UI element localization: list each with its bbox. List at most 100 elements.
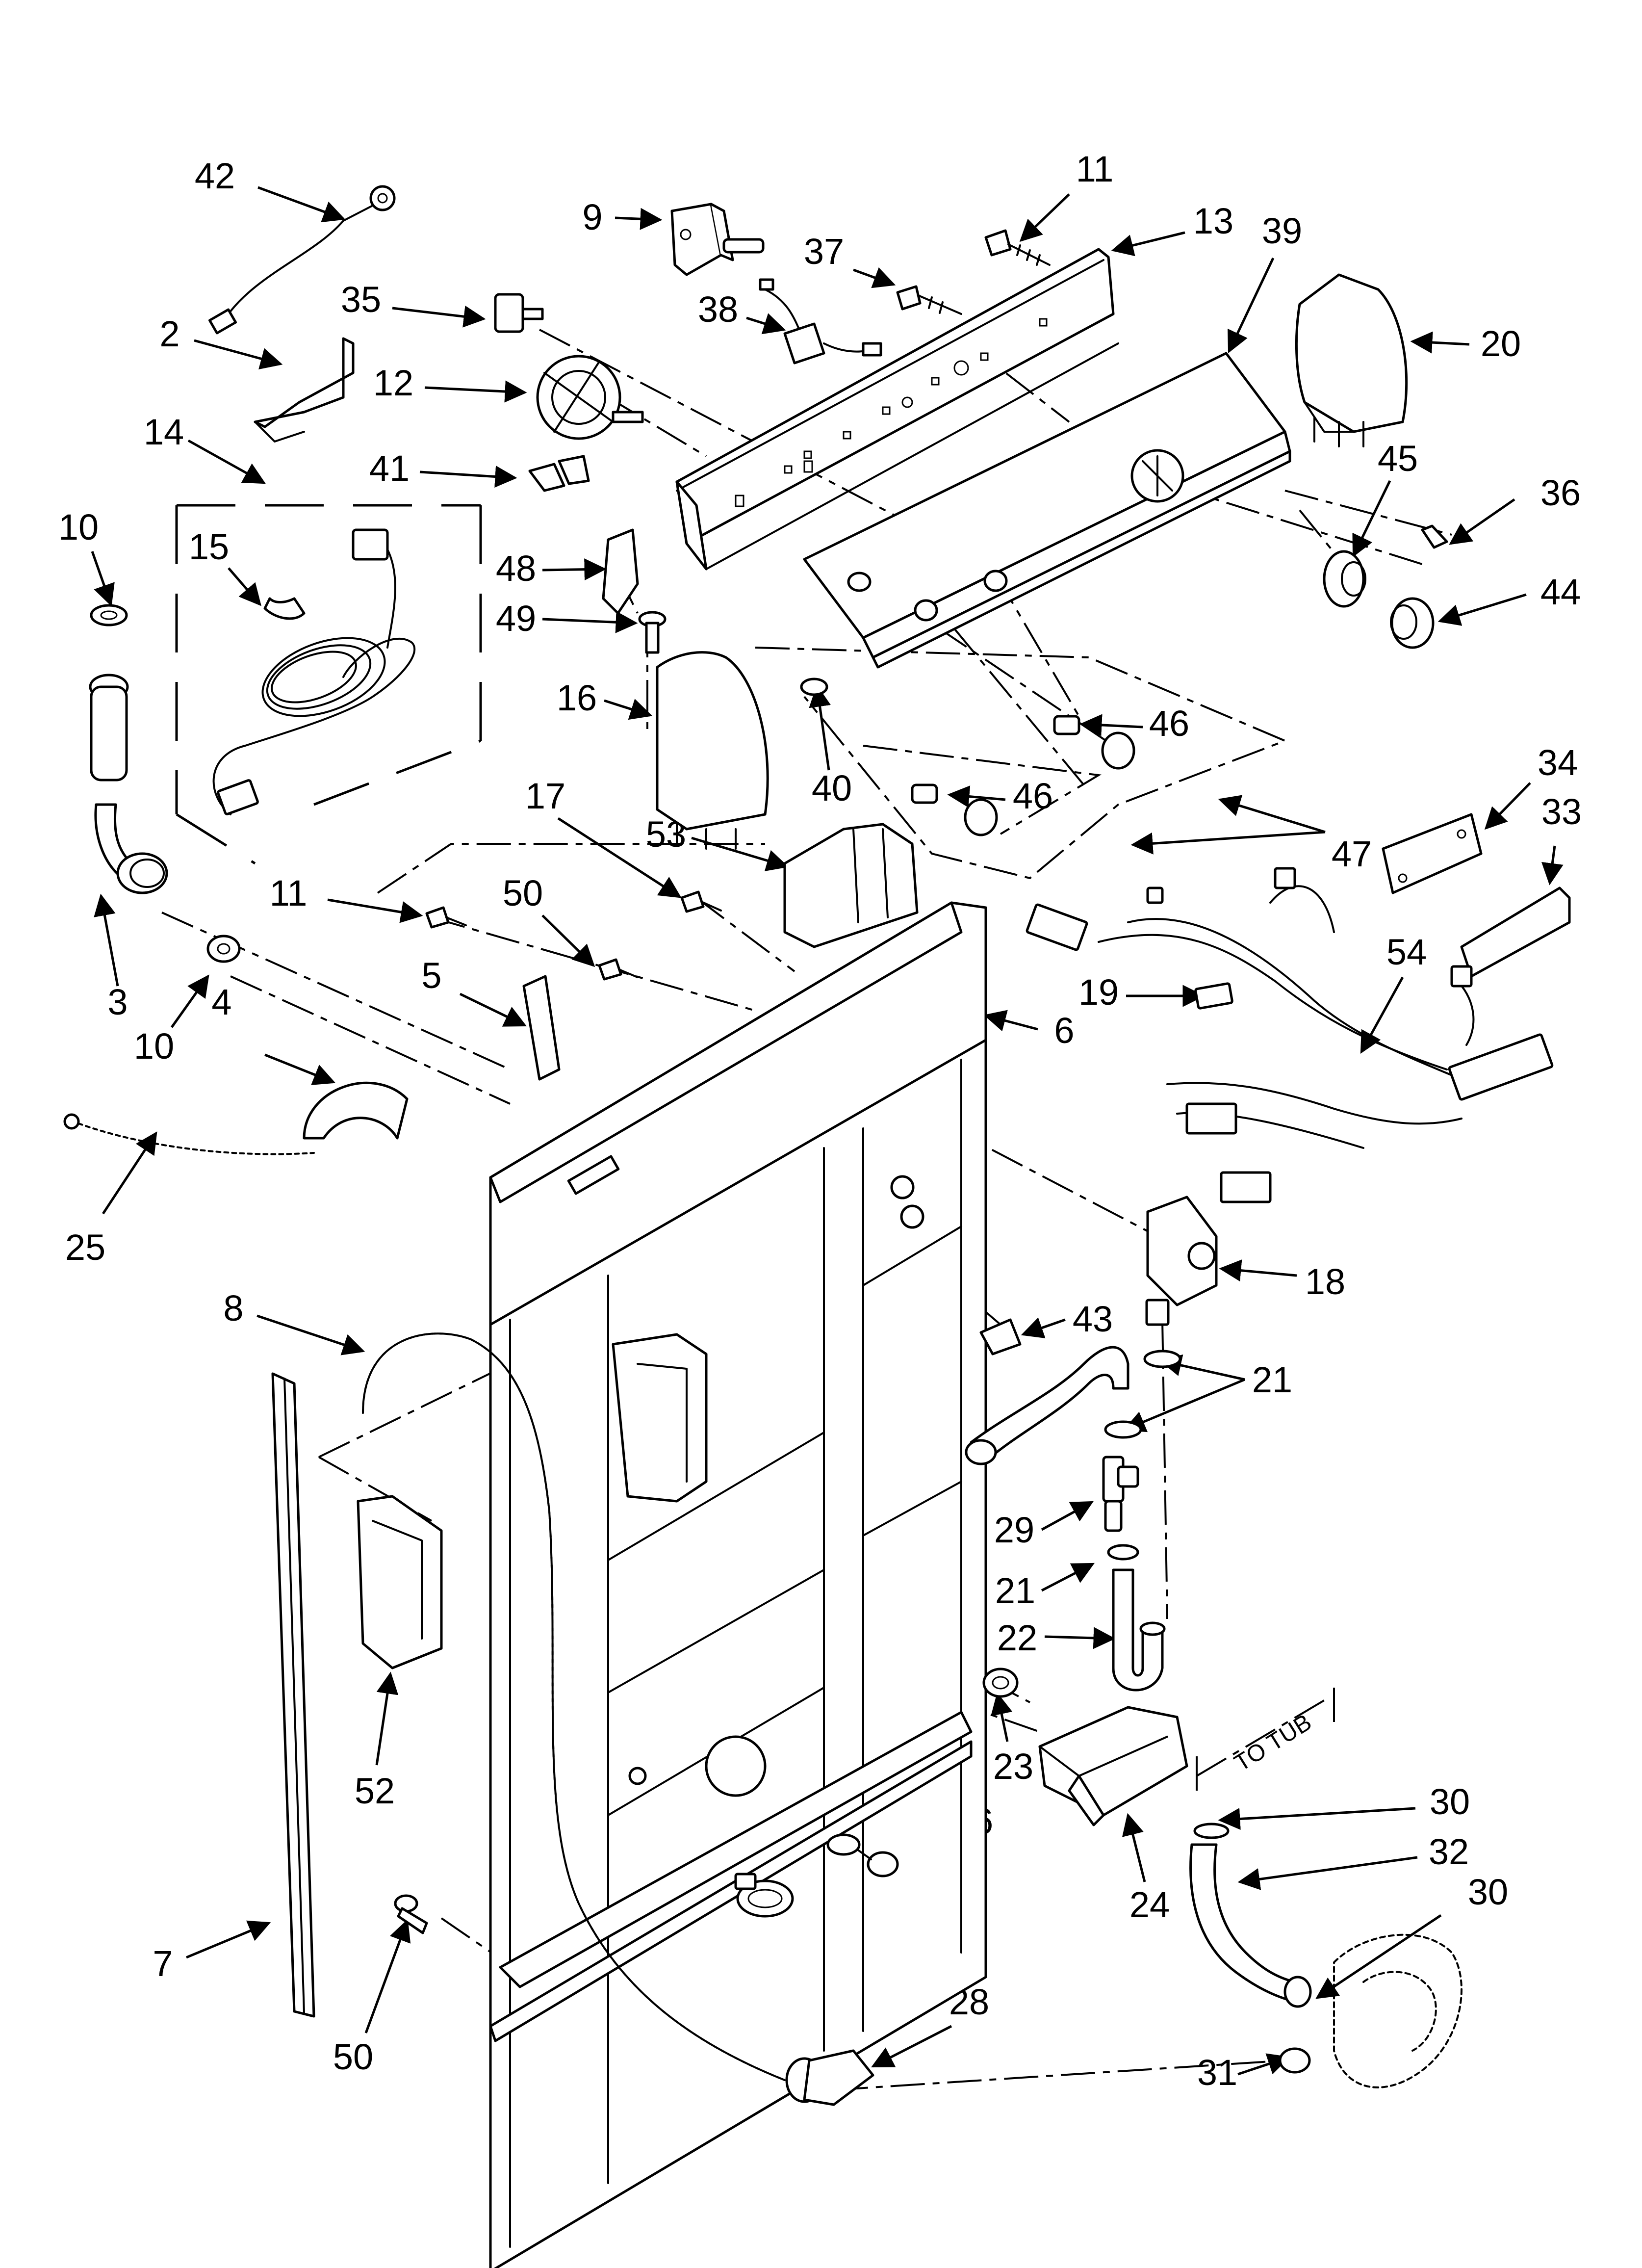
switch-9 [670, 203, 765, 276]
power-cord-15 [212, 528, 416, 815]
leader-23 [991, 1692, 1013, 1742]
callout-43: 43 [1073, 1299, 1113, 1339]
callout-42: 42 [195, 156, 235, 196]
leader-20 [1410, 331, 1470, 354]
leader-37 [853, 267, 896, 288]
leader-35 [392, 305, 486, 328]
shield-33 [1460, 886, 1571, 978]
leader-50-upper [541, 914, 595, 967]
callout-31: 31 [1197, 2052, 1237, 2093]
leader-21-b [1123, 1378, 1245, 1433]
callout-50-lower: 50 [333, 2036, 373, 2077]
bracket-48 [602, 528, 639, 615]
callout-3: 3 [107, 982, 128, 1022]
leader-29 [1041, 1501, 1094, 1531]
leader-49 [542, 611, 638, 633]
leader-47-a [1218, 795, 1326, 834]
duct-53 [783, 823, 919, 948]
leader-39 [1228, 257, 1275, 354]
clamp-23 [982, 1668, 1019, 1698]
callout-19: 19 [1078, 972, 1119, 1013]
leader-10-upper [91, 551, 115, 607]
screw-37 [896, 285, 962, 315]
callout-20: 20 [1481, 323, 1521, 364]
callout-22: 22 [997, 1617, 1037, 1658]
leader-32 [1237, 1856, 1418, 1890]
leader-47-b [1130, 831, 1326, 855]
to-tub-label: TO TUB [1230, 1709, 1316, 1776]
screw-11-top [984, 229, 1051, 266]
clamp-27 [734, 1873, 794, 1918]
leader-41 [419, 466, 517, 488]
leader-4 [264, 1053, 336, 1085]
leader-18 [1219, 1259, 1297, 1282]
buttons-46 [911, 715, 1135, 836]
tub-drain-assembly [1189, 1823, 1462, 2088]
callout-45: 45 [1378, 438, 1418, 479]
tube-1 [965, 1346, 1129, 1465]
leader-11-top [1019, 193, 1070, 242]
leader-36 [1449, 498, 1515, 545]
callout-32: 32 [1429, 1831, 1469, 1872]
callout-10-upper: 10 [58, 507, 99, 547]
callout-35: 35 [341, 279, 381, 320]
ground-wire-42 [208, 185, 396, 335]
leader-44 [1437, 593, 1527, 626]
leader-38 [746, 313, 786, 335]
wire-harness-54 [1026, 867, 1554, 1203]
callout-4: 4 [211, 982, 231, 1022]
callout-39: 39 [1262, 210, 1302, 251]
callout-16: 16 [557, 678, 597, 718]
callout-46-upper: 46 [1149, 703, 1189, 744]
callout-10-lower: 10 [134, 1026, 174, 1067]
drain-bracket-24 [1038, 1706, 1188, 1826]
leader-14 [187, 439, 266, 484]
board-34 [1382, 813, 1483, 894]
callout-49: 49 [496, 598, 536, 639]
washer-4 [206, 935, 241, 963]
rear-panel-6 [489, 901, 987, 2268]
callout-17: 17 [525, 776, 565, 816]
callout-18: 18 [1305, 1261, 1345, 1302]
callout-38: 38 [698, 289, 738, 330]
callout-52: 52 [355, 1771, 395, 1811]
leader-25 [102, 1131, 157, 1215]
screw-49 [638, 611, 667, 654]
callout-24: 24 [1129, 1884, 1170, 1925]
callout-15: 15 [189, 526, 229, 567]
callout-21-middle: 21 [995, 1570, 1035, 1611]
callout-2: 2 [159, 313, 180, 354]
leader-48 [542, 558, 607, 581]
callout-30-upper: 30 [1430, 1781, 1470, 1822]
leader-24 [1122, 1813, 1146, 1882]
clip-43 [979, 1318, 1022, 1356]
leader-21-lower [1041, 1563, 1095, 1592]
callout-36: 36 [1540, 472, 1581, 513]
callout-37: 37 [804, 231, 844, 272]
callout-21-upper: 21 [1252, 1359, 1292, 1400]
bracket-52 [357, 1495, 443, 1669]
leader-54 [1360, 976, 1404, 1054]
inlet-hose-3 [89, 674, 168, 894]
callout-23: 23 [993, 1746, 1033, 1787]
clamps-21 [1104, 1350, 1181, 1561]
callout-labels: 42 9 11 37 13 39 35 38 2 12 20 14 41 45 … [58, 149, 1582, 2093]
end-cap-16 [656, 651, 769, 850]
callout-8: 8 [223, 1288, 243, 1329]
strap-5 [522, 975, 561, 1081]
leader-5 [459, 992, 527, 1027]
console-panel-39 [800, 352, 1291, 696]
selector-35 [494, 293, 544, 333]
leader-28 [871, 2025, 952, 2068]
callout-5: 5 [421, 955, 441, 996]
nut-10-upper [90, 604, 128, 626]
leader-11-middle [327, 898, 423, 923]
side-rail-7 [271, 1372, 315, 2018]
leader-9 [615, 208, 663, 230]
callout-50-upper: 50 [503, 873, 543, 913]
plug-26 [826, 1833, 899, 1877]
callout-6: 6 [1054, 1010, 1074, 1051]
console-bracket-13 [675, 248, 1119, 571]
leader-40 [809, 684, 831, 771]
leader-17 [557, 817, 682, 898]
